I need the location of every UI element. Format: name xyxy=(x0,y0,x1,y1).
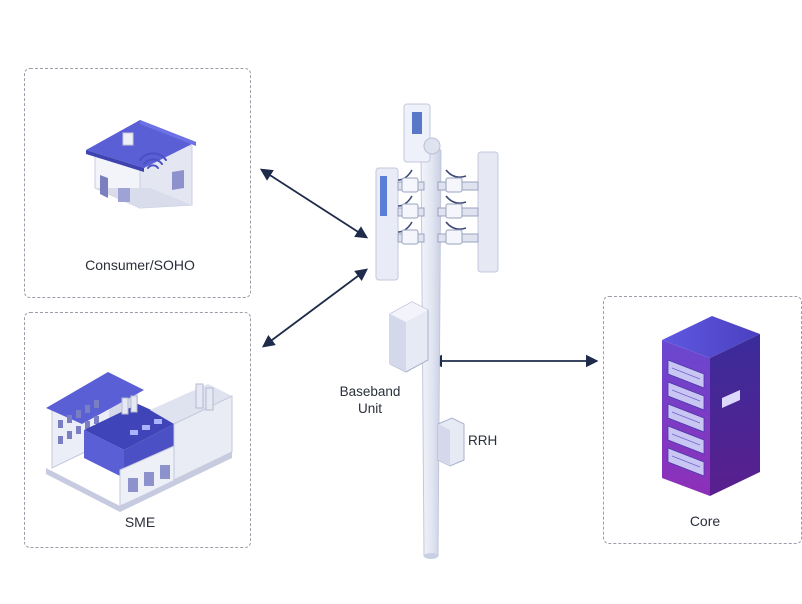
baseband-label-line2: Unit xyxy=(357,401,382,416)
baseband-unit-label: Baseband Unit xyxy=(322,383,418,417)
sme-panel xyxy=(24,312,251,548)
consumer-soho-label: Consumer/SOHO xyxy=(85,257,195,273)
baseband-unit-box xyxy=(389,301,429,373)
baseband-label-line1: Baseband xyxy=(339,384,401,399)
house-icon xyxy=(86,120,196,209)
rrh-box xyxy=(437,417,465,467)
rrh-label: RRH xyxy=(468,433,498,448)
core-label: Core xyxy=(689,513,721,529)
arrow-consumer-tower xyxy=(259,168,369,239)
office-building-icon xyxy=(46,372,233,512)
sme-label: SME xyxy=(124,514,156,530)
cell-tower-icon xyxy=(375,103,499,559)
server-rack-icon xyxy=(662,316,760,496)
consumer-panel xyxy=(24,68,251,298)
arrow-sme-tower xyxy=(261,268,369,348)
